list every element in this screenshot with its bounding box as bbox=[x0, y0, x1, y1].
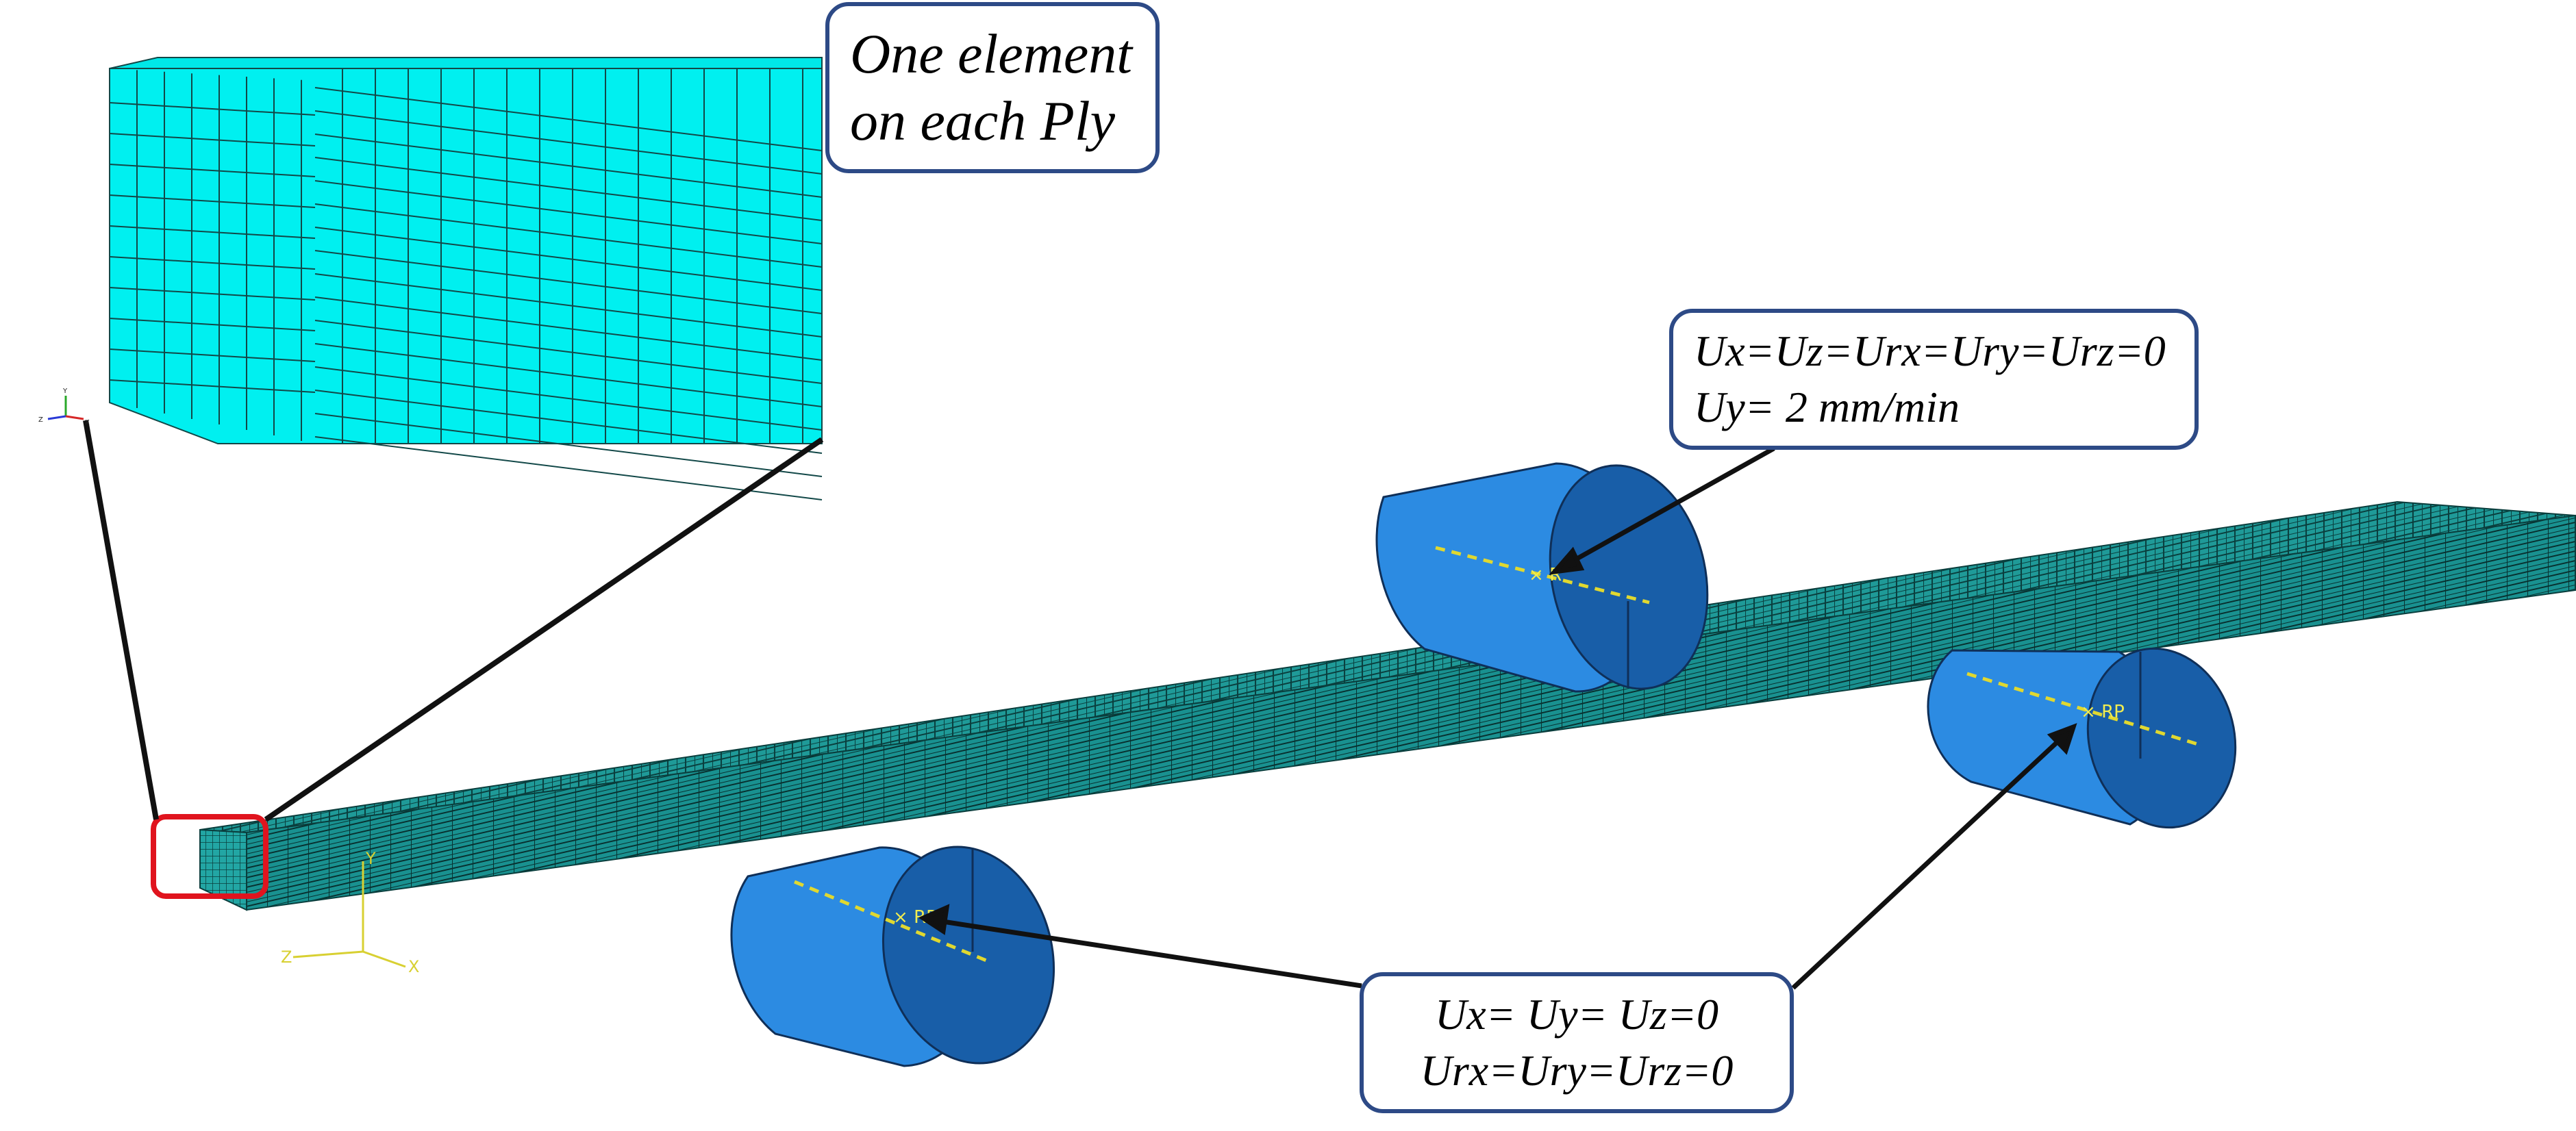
left-support-roller: × RP bbox=[730, 846, 1055, 1067]
triad-z-label: Z bbox=[38, 416, 43, 424]
arrowhead-left-roller bbox=[918, 904, 950, 935]
beam-axis-y-label: Y bbox=[365, 849, 376, 868]
zoom-mesh-line bbox=[314, 436, 823, 500]
zoom-highlight-box bbox=[151, 814, 268, 899]
zoom-mesh-line bbox=[314, 413, 823, 477]
beam-end-face bbox=[199, 828, 247, 911]
loading-bc-line-2: Uy= 2 mm/min bbox=[1694, 383, 1960, 431]
zoom-mesh-line bbox=[109, 133, 316, 147]
zoom-mesh-line bbox=[109, 102, 316, 116]
support-bc-line-1: Ux= Uy= Uz=0 bbox=[1435, 990, 1718, 1039]
global-axis-triad: Y X Z bbox=[38, 387, 90, 427]
arrow-to-left-roller bbox=[938, 918, 1362, 989]
loading-bc-line-1: Ux=Uz=Urx=Ury=Urz=0 bbox=[1694, 327, 2166, 375]
ply-callout-line-1: One element bbox=[850, 23, 1133, 85]
arrow-to-right-roller bbox=[1791, 736, 2064, 990]
composite-beam-mesh bbox=[199, 500, 2576, 911]
arrowhead-loading-roller bbox=[1549, 546, 1585, 575]
loading-roller-bc-callout: Ux=Uz=Urx=Ury=Urz=0 Uy= 2 mm/min bbox=[1669, 309, 2199, 450]
loading-roller: × R bbox=[1375, 462, 1709, 693]
triad-y-label: Y bbox=[62, 387, 68, 395]
callout-arrows bbox=[918, 446, 2077, 990]
support-bc-line-2: Urx=Ury=Urz=0 bbox=[1420, 1046, 1734, 1095]
zoom-leader-right bbox=[264, 437, 824, 822]
ply-element-callout: One element on each Ply bbox=[825, 2, 1160, 173]
triad-x-label: X bbox=[85, 419, 90, 427]
ply-callout-line-2: on each Ply bbox=[850, 90, 1116, 152]
zoom-mesh-line bbox=[109, 348, 316, 362]
zoom-mesh-line bbox=[109, 164, 316, 177]
zoom-mesh-line bbox=[109, 256, 316, 270]
zoom-mesh-inset bbox=[109, 57, 823, 500]
rp-marker-right: × RP bbox=[2081, 702, 2125, 722]
zoom-mesh-line bbox=[109, 194, 316, 208]
zoom-mesh-line bbox=[109, 318, 316, 331]
zoom-mesh-line bbox=[109, 225, 316, 239]
zoom-mesh-line bbox=[109, 287, 316, 301]
beam-axis-z-label: Z bbox=[281, 948, 292, 967]
beam-axis-triad: Y X Z bbox=[281, 849, 419, 976]
zoom-leader-left bbox=[83, 420, 159, 820]
zoom-mesh-line bbox=[109, 379, 316, 393]
beam-axis-x-label: X bbox=[408, 957, 419, 976]
support-rollers-bc-callout: Ux= Uy= Uz=0 Urx=Ury=Urz=0 bbox=[1360, 972, 1794, 1113]
right-support-roller: × RP bbox=[1927, 647, 2237, 829]
arrow-to-loading-roller bbox=[1567, 446, 1775, 566]
arrowhead-right-roller bbox=[2047, 723, 2077, 755]
